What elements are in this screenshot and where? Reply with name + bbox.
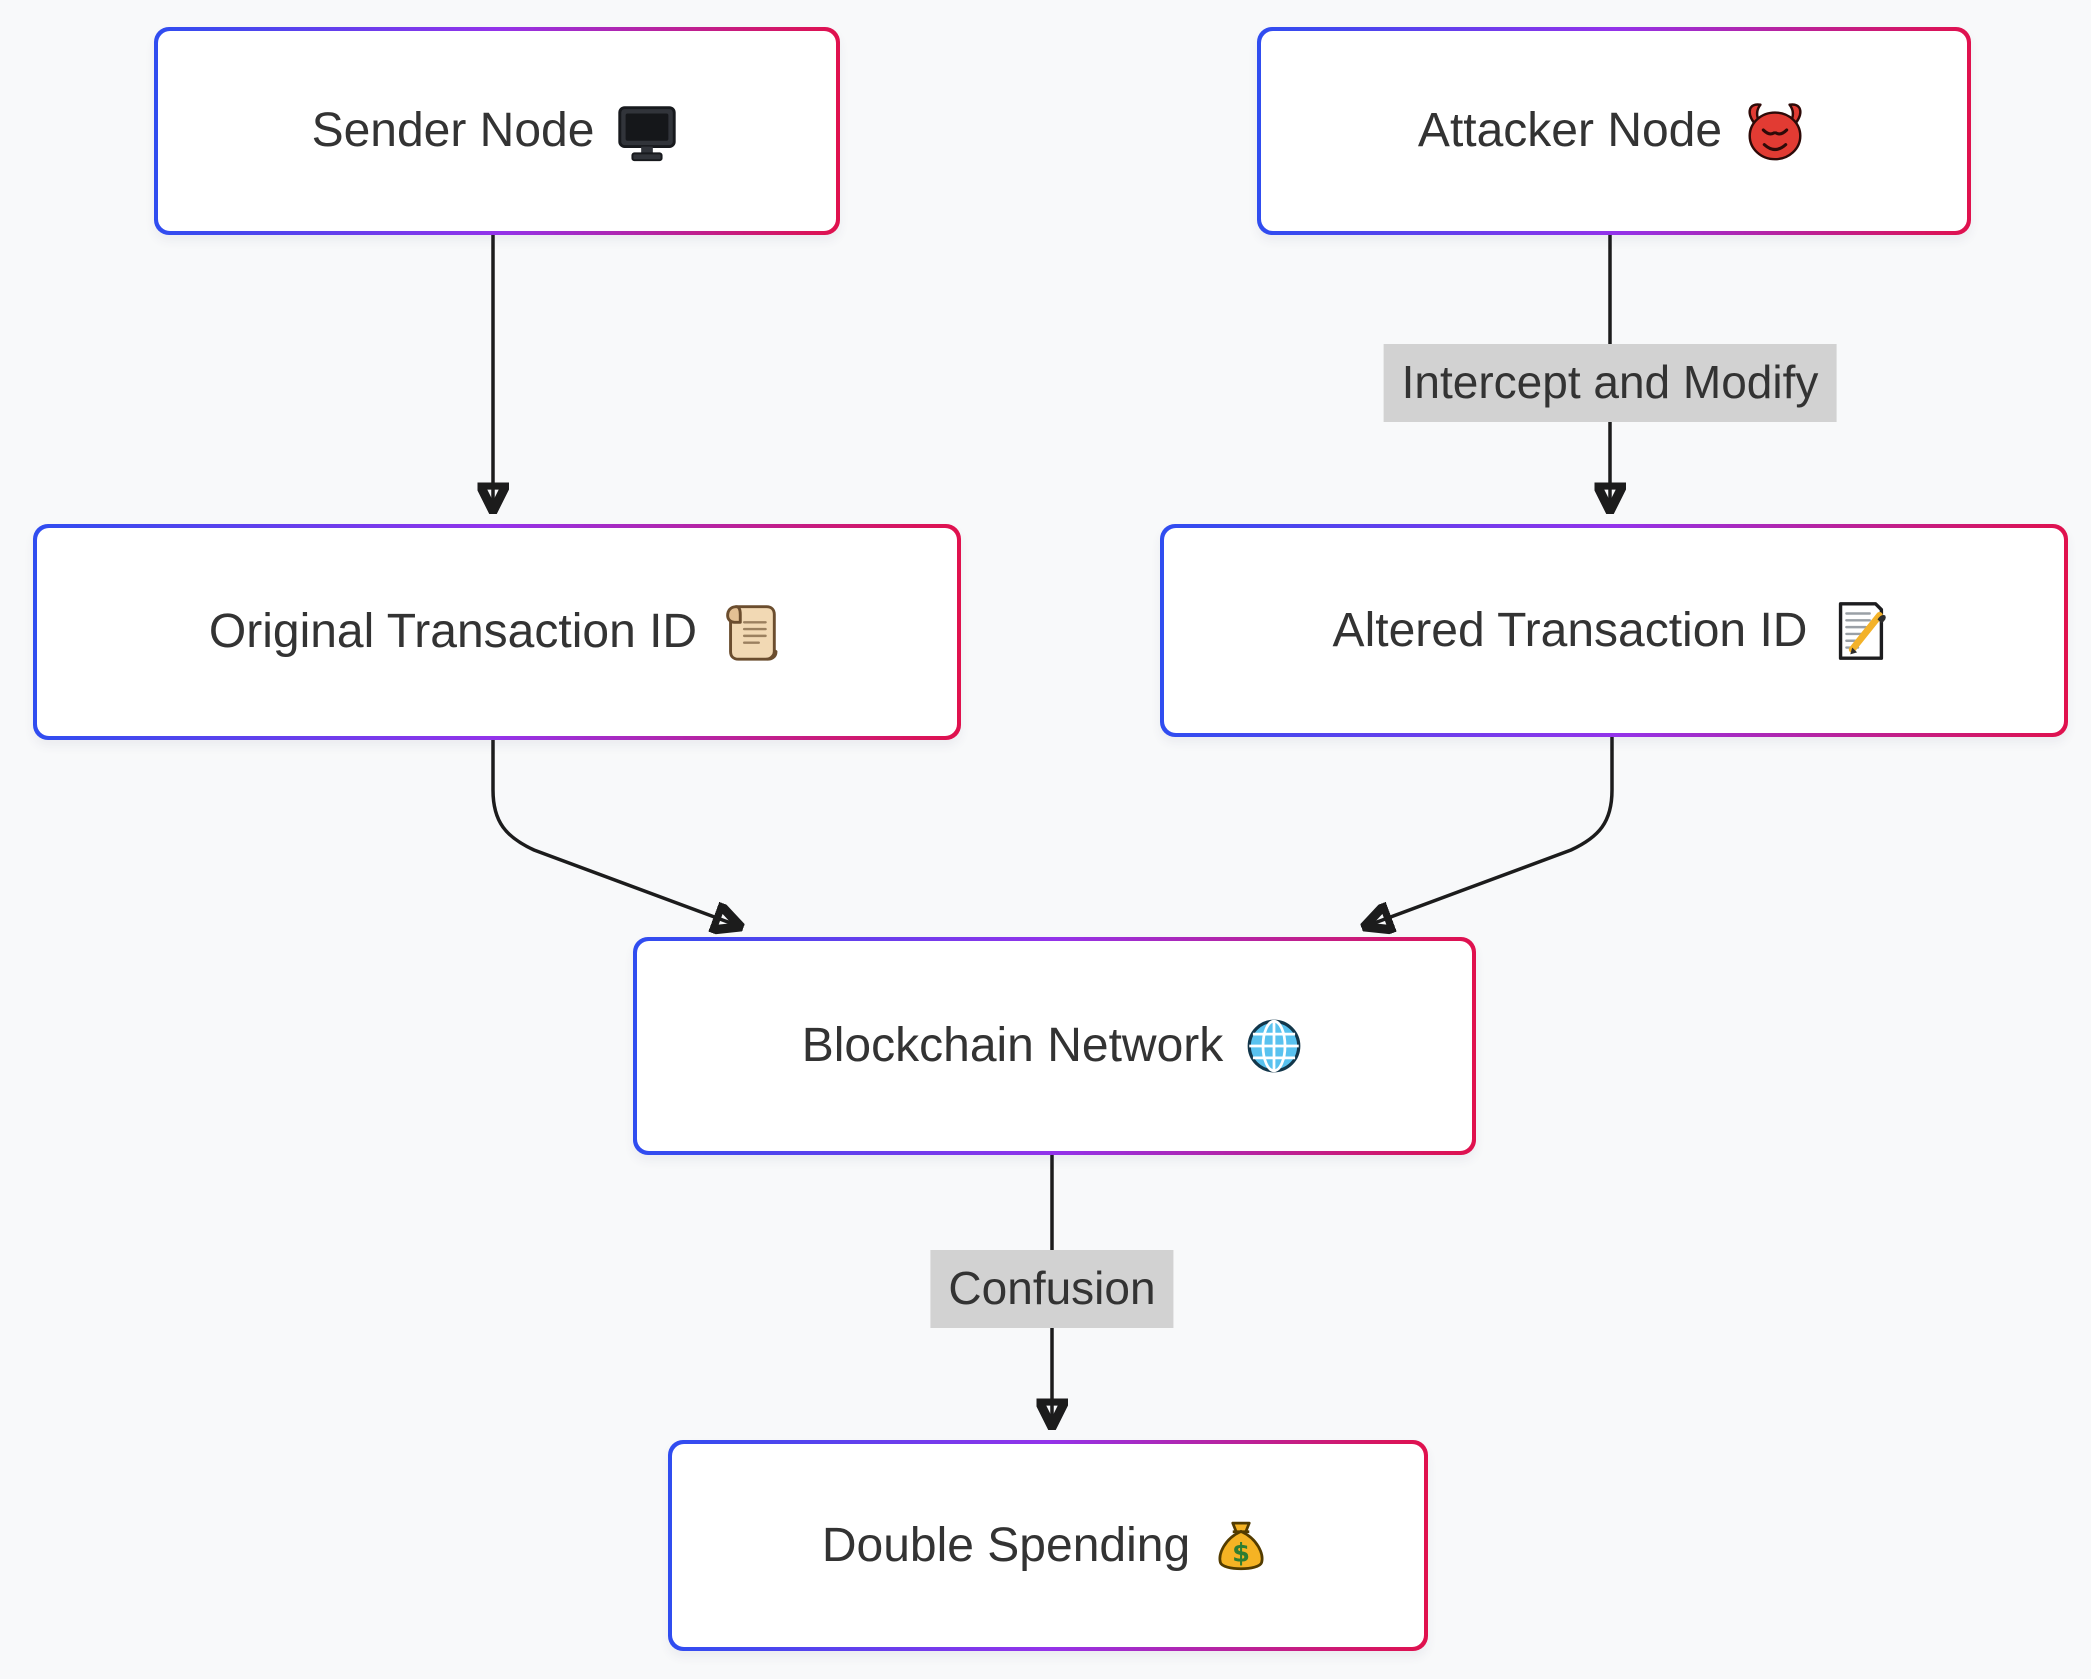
node-blockchain-network: Blockchain Network xyxy=(633,937,1476,1155)
node-attacker-label: Attacker Node xyxy=(1417,104,1723,158)
scroll-icon xyxy=(726,605,778,661)
node-network-label: Blockchain Network xyxy=(801,1019,1224,1073)
globe-icon xyxy=(1247,1019,1301,1073)
node-double-label: Double Spending xyxy=(821,1518,1191,1572)
desktop-computer-icon xyxy=(618,106,677,162)
node-altered-label: Altered Transaction ID xyxy=(1332,603,1808,657)
node-original-label: Original Transaction ID xyxy=(208,605,698,659)
money-bag-icon: $ xyxy=(1218,1521,1264,1570)
node-original-transaction-id: Original Transaction ID xyxy=(33,524,961,740)
edge-original-network xyxy=(491,732,736,925)
svg-text:$: $ xyxy=(1232,1538,1250,1568)
node-double-spending: Double Spending $ xyxy=(668,1440,1428,1651)
node-altered-transaction-id: Altered Transaction ID xyxy=(1160,524,2068,737)
node-attacker: Attacker Node xyxy=(1257,27,1971,235)
edge-altered-network xyxy=(1369,729,1614,925)
node-sender-label: Sender Node xyxy=(311,104,595,158)
node-sender: Sender Node xyxy=(154,27,840,235)
edge-label-confusion: Confusion xyxy=(930,1250,1174,1328)
devil-face-icon xyxy=(1748,103,1802,161)
memo-pencil-icon xyxy=(1839,601,1887,660)
edge-label-intercept-and-modify: Intercept and Modify xyxy=(1383,344,1837,422)
